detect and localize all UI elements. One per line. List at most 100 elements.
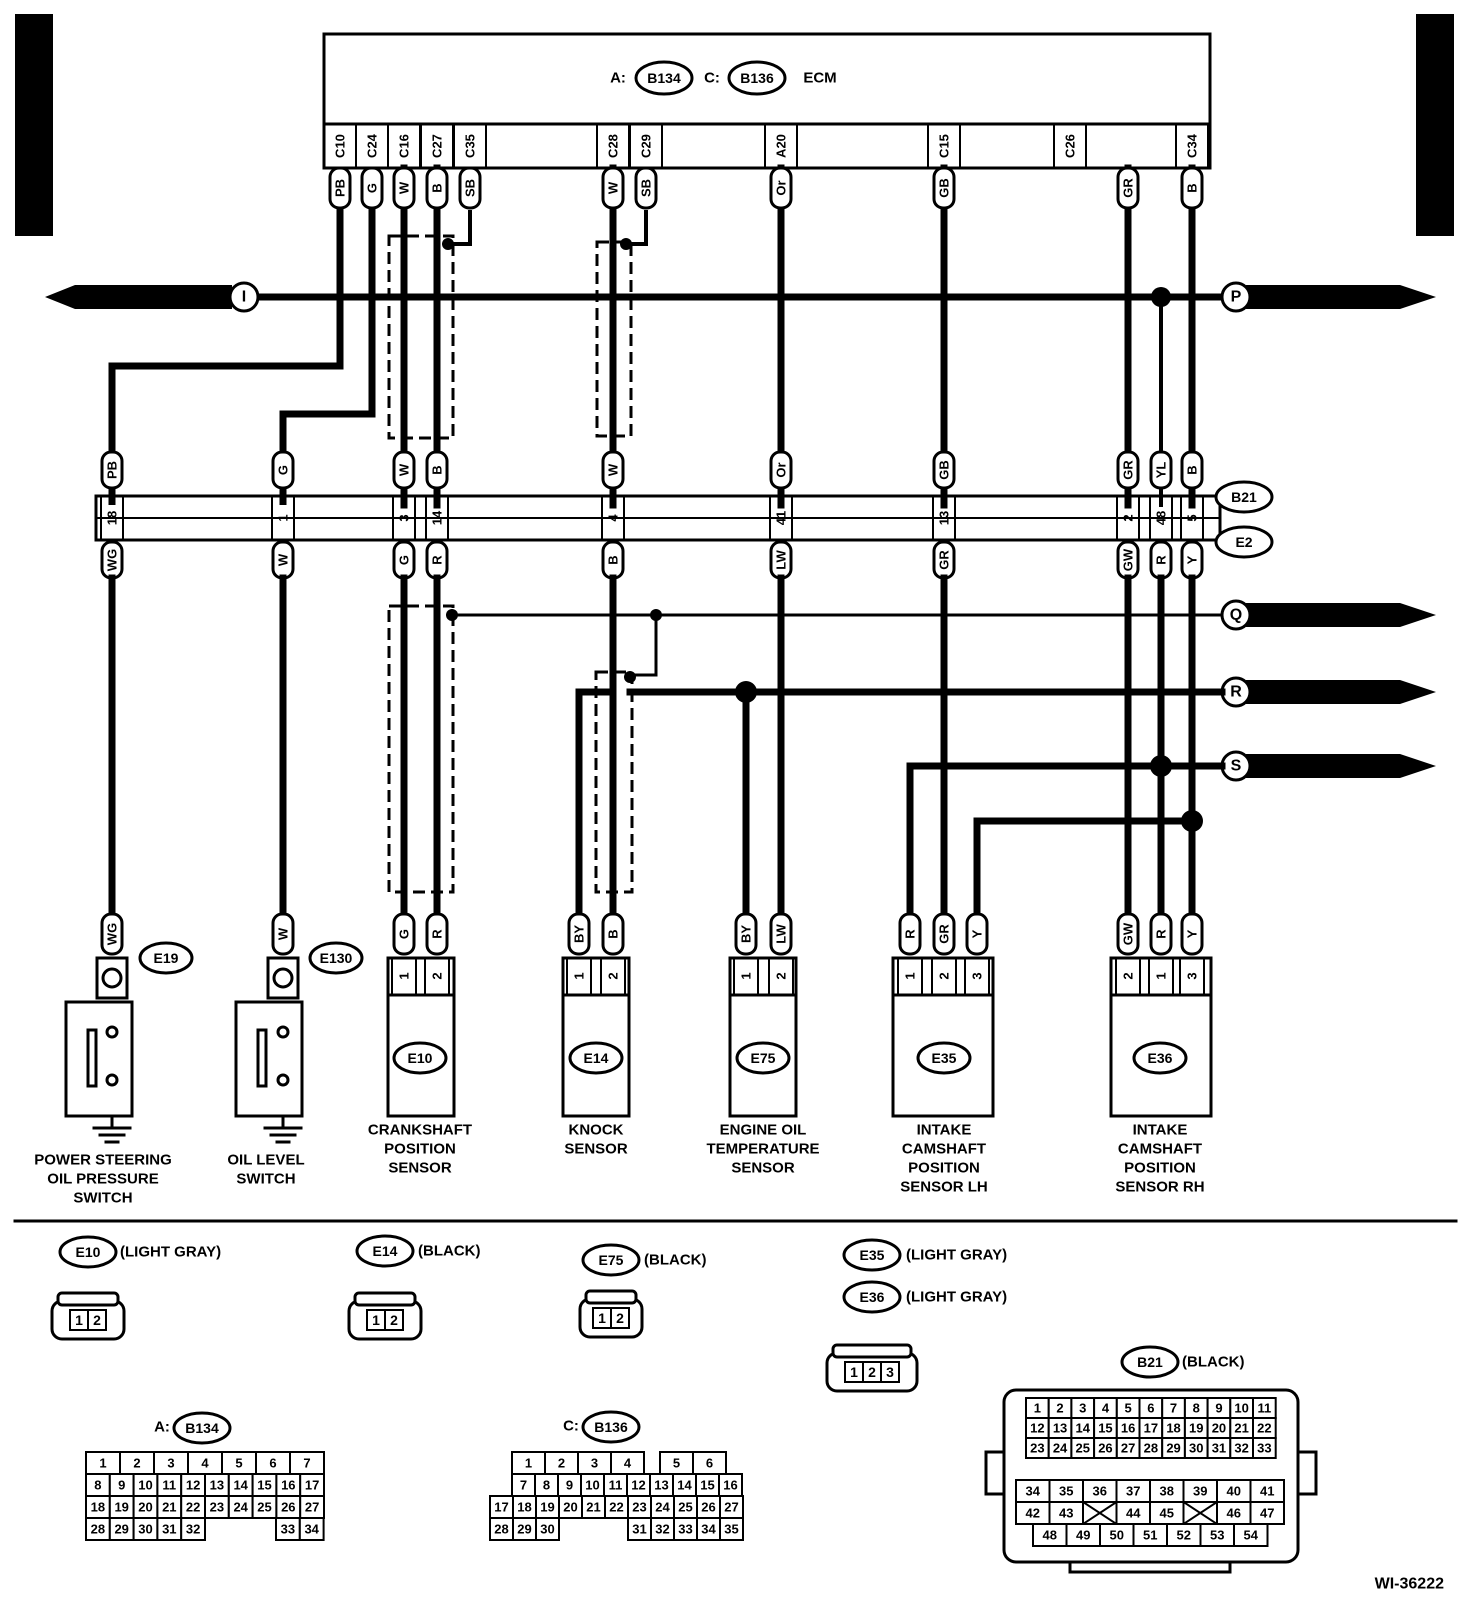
- wire-color-label: PB: [105, 461, 120, 479]
- tag-outline: [271, 450, 295, 490]
- ref-label: E/G(NA)-11: [1273, 607, 1351, 624]
- joint-bottom-wire-tag: Y: [1180, 540, 1204, 580]
- ecm-pin-label: C29: [639, 134, 654, 158]
- tag-outline: [392, 166, 416, 210]
- connector-id-label: E2: [1235, 534, 1252, 550]
- tag-outline: [360, 166, 384, 210]
- tag-outline: [1180, 912, 1204, 956]
- switch-terminal-box: [266, 956, 300, 1000]
- component-wire-tag: R: [425, 912, 449, 956]
- grid-pin-number: 32: [186, 1522, 200, 1537]
- wire-color-label: LW: [774, 550, 789, 570]
- component-id-oval: E36: [1132, 1041, 1188, 1075]
- grid-pin-number: 30: [138, 1522, 152, 1537]
- joint-pin-label: 4: [606, 514, 621, 522]
- grid-pin-number: 3: [1079, 1401, 1086, 1416]
- joint-top-wire-tag: Or: [769, 450, 793, 490]
- sensor-pin-label: 2: [1121, 972, 1136, 979]
- wire-g: [279, 168, 376, 505]
- view-color-label: (LIGHT GRAY): [906, 1247, 1007, 1264]
- connector-pin-number: 1: [372, 1312, 380, 1328]
- grid-pin-number: 29: [1166, 1441, 1180, 1456]
- ecm-pin-label: C34: [1185, 133, 1200, 158]
- grid-pin-number: 2: [133, 1456, 140, 1471]
- wire-pb: [108, 168, 344, 505]
- component-wire-tag: G: [392, 912, 416, 956]
- grid-pin-number: 13: [1053, 1421, 1067, 1436]
- grid-cell: [180, 1517, 206, 1541]
- tag-outline: [1116, 912, 1140, 956]
- wire-color-label: Y: [1185, 555, 1200, 564]
- grid-pin-number: 30: [540, 1522, 554, 1537]
- ref-letter-circle: [228, 281, 260, 313]
- component-id-oval: E35: [916, 1041, 972, 1075]
- tag-outline: [328, 166, 352, 210]
- connector-id-label: E35: [860, 1247, 885, 1263]
- joint-top-wire-tag: G: [271, 450, 295, 490]
- grid-pin-number: 50: [1110, 1528, 1124, 1543]
- oval-outline: [568, 1041, 624, 1075]
- grid-pin-number: 42: [1026, 1506, 1040, 1521]
- grid-pin-number: 10: [585, 1478, 599, 1493]
- grid-pin-number: 16: [281, 1478, 295, 1493]
- ref-letter: S: [1231, 758, 1242, 775]
- grid-pin-number: 24: [1053, 1441, 1068, 1456]
- connector-pin-number: 1: [75, 1312, 83, 1328]
- joint-pin-label: 2: [1121, 514, 1136, 521]
- oval-outline: [842, 1280, 902, 1314]
- ref-label: E/G(NA)-08: [1272, 289, 1351, 306]
- ref-arrow: [1246, 285, 1436, 309]
- grid-pin-number: 7: [1170, 1401, 1177, 1416]
- connector-id-label: B21: [1137, 1354, 1163, 1370]
- wire-color-label: Or: [774, 180, 789, 195]
- wire-color-label: LW: [774, 924, 789, 944]
- wire-color-label: G: [276, 465, 291, 475]
- ref-letter: Q: [1230, 607, 1242, 624]
- ecm-wire-tag: B: [425, 166, 449, 210]
- page-id-label: E/G(NA)-07: [1420, 51, 1451, 199]
- grid-pin-number: 8: [543, 1478, 550, 1493]
- component-wire-tag: B: [601, 912, 625, 956]
- grid-pin-number: 14: [1076, 1421, 1091, 1436]
- grid-pin-number: 18: [91, 1500, 105, 1515]
- grid-pin-number: 19: [540, 1500, 554, 1515]
- joint-bottom-wire-tag: GW: [1116, 540, 1140, 580]
- grid-pin-number: 11: [1257, 1401, 1271, 1416]
- connector-id-label: B136: [740, 70, 774, 86]
- view-color-label: (BLACK): [418, 1243, 480, 1260]
- figure-id: WI-36222: [1375, 1576, 1444, 1593]
- tag-outline: [601, 912, 625, 956]
- grid-pin-number: 22: [609, 1500, 623, 1515]
- wire-color-label: G: [397, 555, 412, 565]
- grid-pin-number: 22: [186, 1500, 200, 1515]
- connector-pin-cell: [610, 1307, 630, 1329]
- grid-pin-number: 18: [1166, 1421, 1180, 1436]
- grid-pin-number: 16: [723, 1478, 737, 1493]
- wire-color-label: R: [1154, 929, 1169, 939]
- joint-pin-label: 3: [397, 514, 412, 521]
- tag-outline: [425, 912, 449, 956]
- oval-outline: [1214, 525, 1274, 559]
- view-color-label: (BLACK): [644, 1252, 706, 1269]
- grid-pin-number: 24: [655, 1500, 670, 1515]
- ecm-pin-label: C27: [430, 134, 445, 158]
- grid-pin-number: 31: [632, 1522, 646, 1537]
- connector-id-label: E35: [932, 1050, 957, 1066]
- grid-id-oval: B136: [581, 1410, 641, 1444]
- view-color-label: (LIGHT GRAY): [906, 1289, 1007, 1306]
- wire-color-label: B: [1185, 465, 1200, 474]
- wire-q-branch: [630, 615, 658, 677]
- tag-outline: [425, 450, 449, 490]
- sensor-body: [728, 956, 798, 1118]
- sensor-pin-label: 1: [397, 972, 412, 979]
- ref-arrow: [1246, 680, 1436, 704]
- grid-pin-number: 20: [1212, 1421, 1226, 1436]
- grid-pin-number: 33: [1257, 1441, 1271, 1456]
- joint-pin-label: 5: [1185, 514, 1200, 521]
- wire-color-label: Y: [970, 929, 985, 938]
- component-name: CAMSHAFT: [902, 1141, 986, 1158]
- ecm-pin-label: C24: [365, 133, 380, 158]
